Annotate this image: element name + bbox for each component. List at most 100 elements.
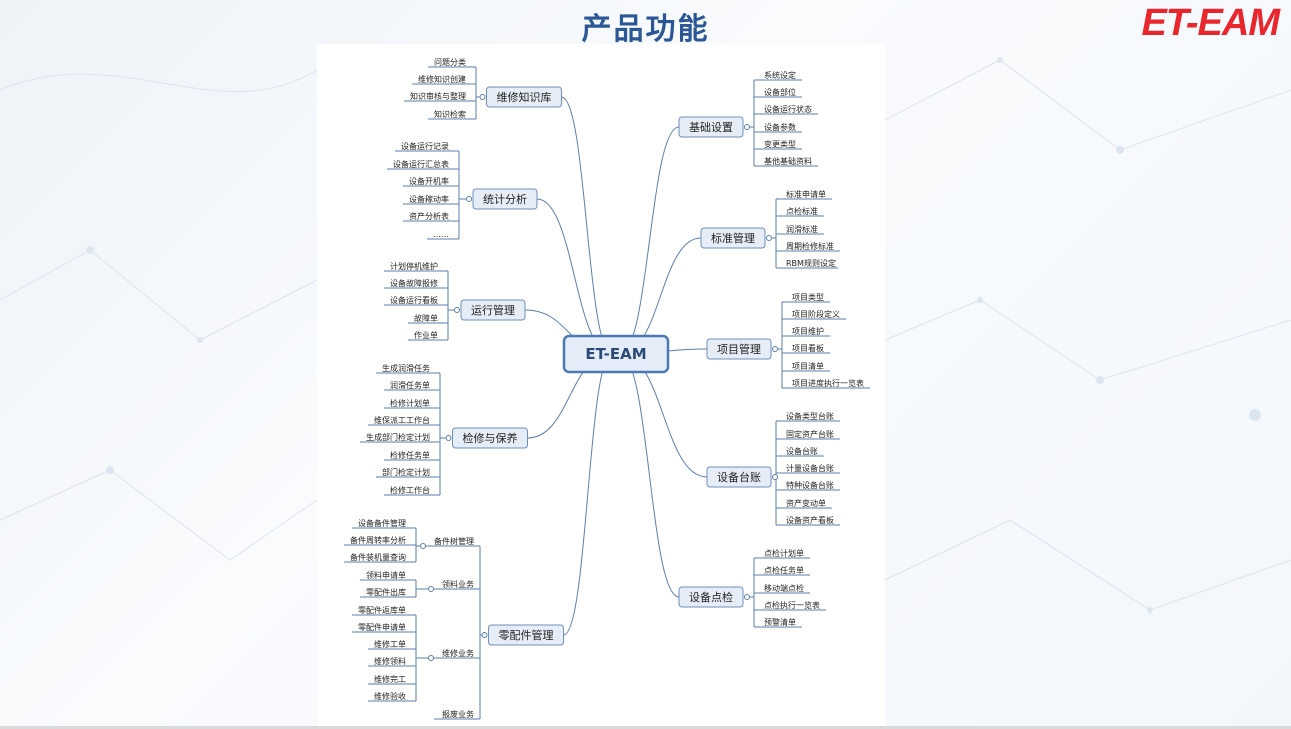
sub-branch-label: 领料业务	[442, 579, 474, 589]
leaf-item: 固定资产台账	[786, 429, 834, 439]
leaf-item: 项目清单	[792, 361, 824, 371]
branch-label: 设备点检	[689, 590, 733, 604]
leaf-item: RBM规则设定	[786, 258, 836, 268]
leaf-item: 预警清单	[764, 617, 796, 627]
leaf-item: 点检计划单	[764, 548, 804, 558]
leaf-item: 计量设备台账	[786, 463, 834, 473]
collapse-toggle-icon[interactable]	[481, 632, 488, 638]
leaf-item: 维保派工工作台	[374, 415, 430, 425]
center-node-label: ET-EAM	[585, 345, 646, 363]
leaf-item: 零配件出库	[366, 587, 406, 597]
collapse-toggle-icon[interactable]	[428, 586, 434, 592]
connector-line	[619, 126, 680, 355]
brand-logo: ET-EAM	[1141, 2, 1280, 44]
branch-label: 项目管理	[717, 342, 761, 356]
collapse-toggle-icon[interactable]	[744, 594, 750, 600]
leaf-item: 零配件返库单	[358, 605, 406, 615]
leaf-item: 检修工作台	[390, 485, 430, 495]
leaf-item: 设备运行汇总表	[393, 159, 449, 169]
leaf-item: 维修领料	[374, 656, 406, 666]
collapse-toggle-icon[interactable]	[479, 94, 486, 100]
center-node	[562, 334, 670, 374]
leaf-item: 设备稼动率	[409, 194, 449, 204]
branch-label: 标准管理	[711, 231, 755, 245]
leaf-item: 设备备件管理	[358, 518, 406, 528]
leaf-item: 设备运行记录	[401, 141, 449, 151]
leaf-item: 润滑任务单	[390, 380, 430, 390]
leaf-item: 设备类型台账	[786, 411, 834, 421]
leaf-item: 设备参数	[764, 122, 796, 132]
leaf-item: 设备运行状态	[764, 104, 812, 114]
leaf-item: ……	[433, 230, 449, 239]
sub-branch-label: 备件树管理	[434, 536, 474, 546]
leaf-item: 维修验收	[374, 691, 406, 701]
bottom-divider	[0, 726, 1291, 729]
leaf-item: 点检执行一览表	[764, 600, 820, 610]
collapse-toggle-icon[interactable]	[766, 235, 772, 241]
collapse-toggle-icon[interactable]	[744, 124, 750, 130]
collapse-toggle-icon[interactable]	[454, 307, 460, 313]
branch-label: 设备台账	[717, 470, 761, 484]
sub-branch-label: 维修业务	[442, 648, 474, 658]
leaf-item: 资产变动单	[786, 498, 826, 508]
leaf-item: 作业单	[414, 330, 438, 340]
leaf-item: 检修任务单	[390, 450, 430, 460]
branch-node	[706, 338, 772, 360]
branch-node	[486, 86, 562, 108]
leaf-item: 故障单	[414, 313, 438, 323]
leaf-item: 维修完工	[374, 674, 406, 684]
leaf-item: 零配件申请单	[358, 622, 406, 632]
collapse-toggle-icon[interactable]	[428, 655, 434, 661]
leaf-item: 移动端点检	[764, 583, 804, 593]
leaf-item: 设备故障报修	[390, 278, 438, 288]
sub-branch-label: 报废业务	[442, 709, 474, 719]
branch-label: 检修与保养	[463, 431, 518, 445]
leaf-item: 部门检定计划	[382, 467, 430, 477]
leaf-item: 项目类型	[792, 292, 824, 302]
leaf-item: 特种设备台账	[786, 480, 834, 490]
leaf-item: 周期检修标准	[786, 241, 834, 251]
leaf-item: 设备台账	[786, 446, 818, 456]
branch-node	[452, 427, 528, 449]
leaf-item: 设备资产看板	[786, 515, 834, 525]
leaf-item: 维修工单	[374, 639, 406, 649]
collapse-toggle-icon[interactable]	[445, 435, 452, 441]
connector-line	[563, 353, 613, 636]
leaf-item: 标准申请单	[786, 189, 826, 199]
branch-node	[678, 586, 744, 608]
collapse-toggle-icon[interactable]	[420, 543, 426, 549]
leaf-item: 问题分类	[434, 57, 466, 67]
leaf-item: 维修知识创建	[418, 74, 466, 84]
leaf-item: 资产分析表	[409, 211, 449, 221]
branch-label: 统计分析	[483, 192, 527, 206]
leaf-item: 生成润滑任务	[382, 363, 430, 373]
leaf-item: 备件周转率分析	[350, 535, 406, 545]
leaf-item: 设备运行看板	[390, 295, 438, 305]
leaf-item: 基他基础资料	[764, 156, 812, 166]
branch-node	[460, 299, 526, 321]
collapse-toggle-icon[interactable]	[466, 196, 472, 202]
leaf-item: 设备开机率	[409, 176, 449, 186]
branch-label: 维修知识库	[497, 90, 552, 104]
branch-node	[678, 116, 744, 138]
slide-title: 产品功能	[581, 12, 710, 47]
collapse-toggle-icon[interactable]	[772, 346, 778, 352]
collapse-toggle-icon[interactable]	[772, 474, 778, 480]
connector-line	[561, 96, 613, 355]
leaf-item: 润滑标准	[786, 224, 818, 234]
connector-line	[619, 353, 680, 598]
leaf-item: 点检任务单	[764, 565, 804, 575]
leaf-item: 知识检索	[434, 109, 466, 119]
branch-node	[706, 466, 772, 488]
branch-node	[488, 624, 564, 646]
branch-label: 运行管理	[471, 303, 515, 317]
branch-label: 基础设置	[689, 121, 733, 134]
branch-node	[472, 188, 538, 210]
leaf-item: 项目进度执行一览表	[792, 378, 864, 388]
leaf-item: 领料申请单	[366, 570, 406, 580]
leaf-item: 系统设定	[764, 70, 796, 80]
leaf-item: 知识审核与整理	[410, 91, 466, 101]
leaf-item: 项目维护	[792, 326, 824, 336]
